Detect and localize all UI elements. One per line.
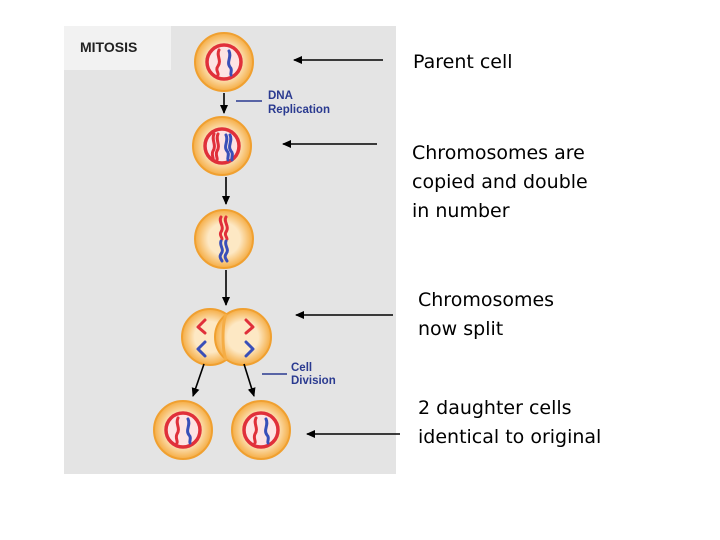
- chromosome-blue: [196, 340, 207, 358]
- chromosome-red: [214, 132, 220, 162]
- chromosome-red: [210, 132, 216, 162]
- dividing-cell: [181, 308, 272, 366]
- chromosome-blue: [244, 340, 255, 358]
- chromosome-red: [196, 318, 207, 335]
- annotation-chromosomes-split: Chromosomes now split: [418, 289, 555, 340]
- annotation-chromosomes-copied: Chromosomes are copied and double in num…: [412, 142, 588, 222]
- chromosome-blue: [224, 133, 230, 162]
- annotation-parent-cell: Parent cell: [413, 51, 513, 73]
- chromosome-blue: [218, 239, 224, 263]
- parent-cell: [194, 32, 254, 92]
- chromosome-red: [174, 416, 180, 445]
- chromosome-red: [252, 416, 258, 445]
- chromosome-red: [218, 215, 224, 241]
- daughter-cell-right: [231, 400, 291, 460]
- panel-title: MITOSIS: [80, 39, 137, 55]
- chromosome-red: [215, 48, 221, 77]
- annotation-daughter-cells: 2 daughter cells identical to original: [418, 397, 602, 448]
- chromosome-blue: [186, 417, 192, 445]
- chromosome-blue: [264, 417, 270, 445]
- chromosome-blue: [227, 49, 233, 77]
- flow-arrow: [191, 363, 205, 397]
- replicated-cell: [192, 116, 252, 176]
- chromosome-blue: [228, 133, 234, 162]
- chromosome-red: [223, 215, 229, 241]
- aligned-cell: [194, 209, 254, 269]
- chromosome-red: [244, 318, 255, 335]
- chromosome-blue: [223, 239, 229, 263]
- daughter-cell-left: [153, 400, 213, 460]
- title-box: [64, 26, 171, 70]
- flow-arrow: [243, 363, 256, 397]
